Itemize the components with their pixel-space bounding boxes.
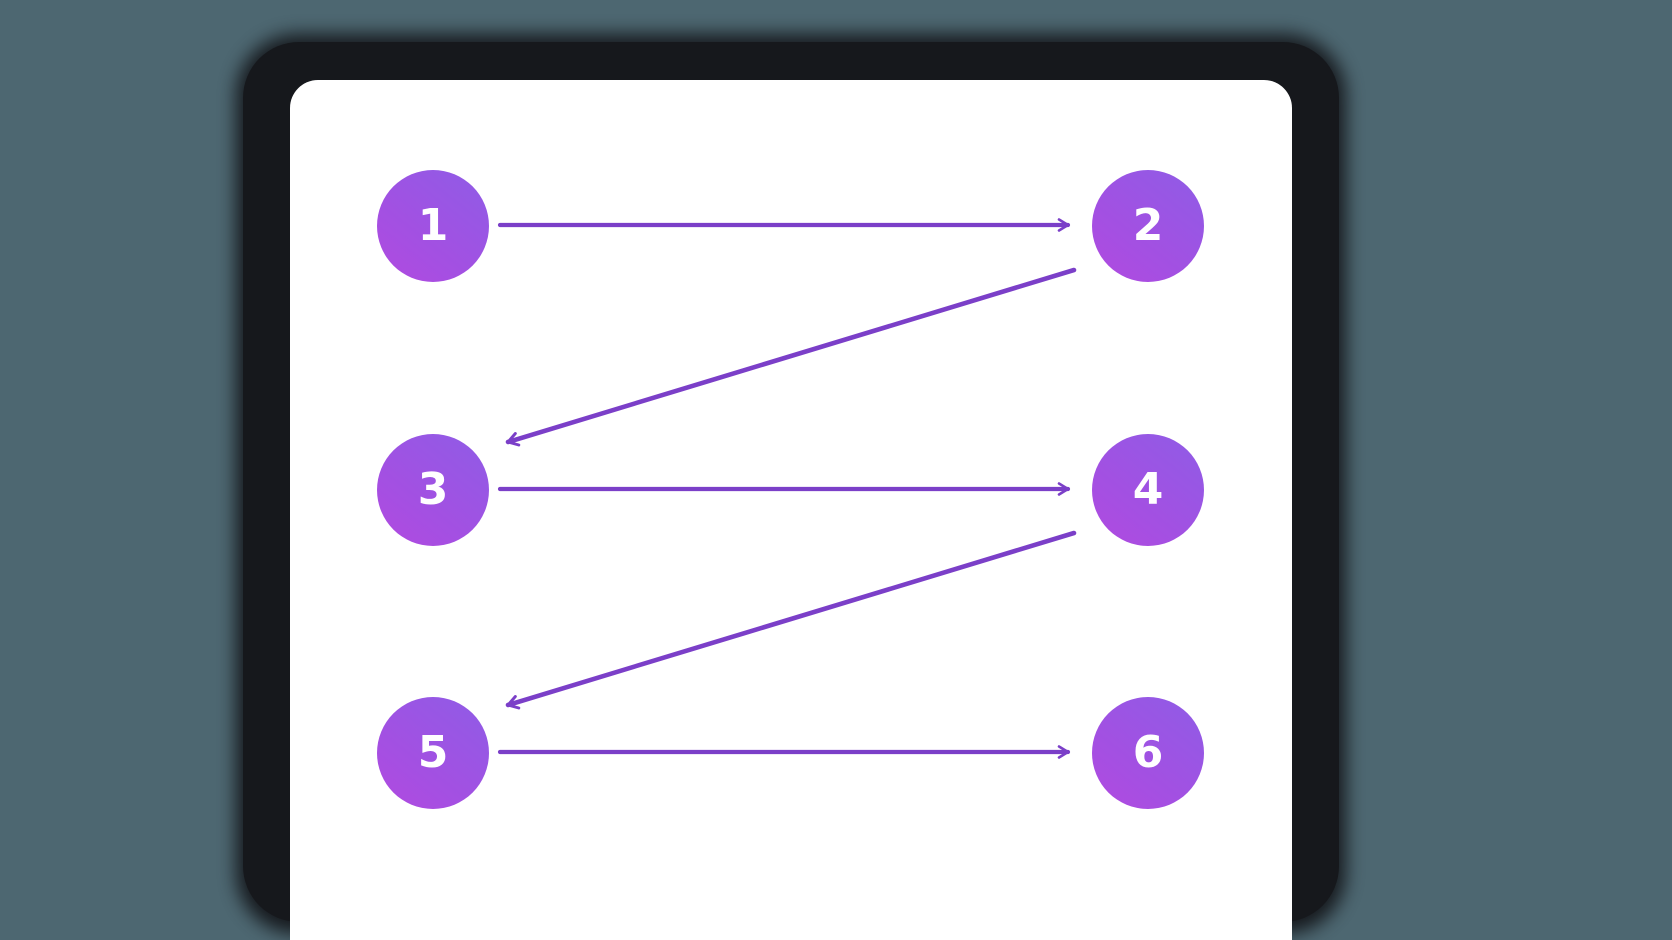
graph-node-label: 5 bbox=[417, 727, 449, 778]
graph-node-label: 2 bbox=[1132, 200, 1164, 251]
edge-2-to-3 bbox=[505, 267, 1077, 447]
graph-node-label: 3 bbox=[417, 464, 449, 515]
graph-node-4[interactable]: 4 bbox=[1092, 434, 1204, 546]
graph-node-label: 4 bbox=[1132, 464, 1164, 515]
graph-node-label: 6 bbox=[1132, 727, 1164, 778]
graph-node-5[interactable]: 5 bbox=[377, 697, 489, 809]
edge-4-to-5 bbox=[505, 530, 1077, 710]
screenshot-stage: 1 2 3 4 5 6 bbox=[236, 34, 1346, 940]
device-screen: 1 2 3 4 5 6 bbox=[290, 80, 1292, 940]
diagram-canvas[interactable]: 1 2 3 4 5 6 bbox=[290, 80, 1292, 940]
graph-node-3[interactable]: 3 bbox=[377, 434, 489, 546]
graph-node-label: 1 bbox=[417, 200, 449, 251]
graph-node-1[interactable]: 1 bbox=[377, 170, 489, 282]
graph-node-2[interactable]: 2 bbox=[1092, 170, 1204, 282]
graph-node-6[interactable]: 6 bbox=[1092, 697, 1204, 809]
